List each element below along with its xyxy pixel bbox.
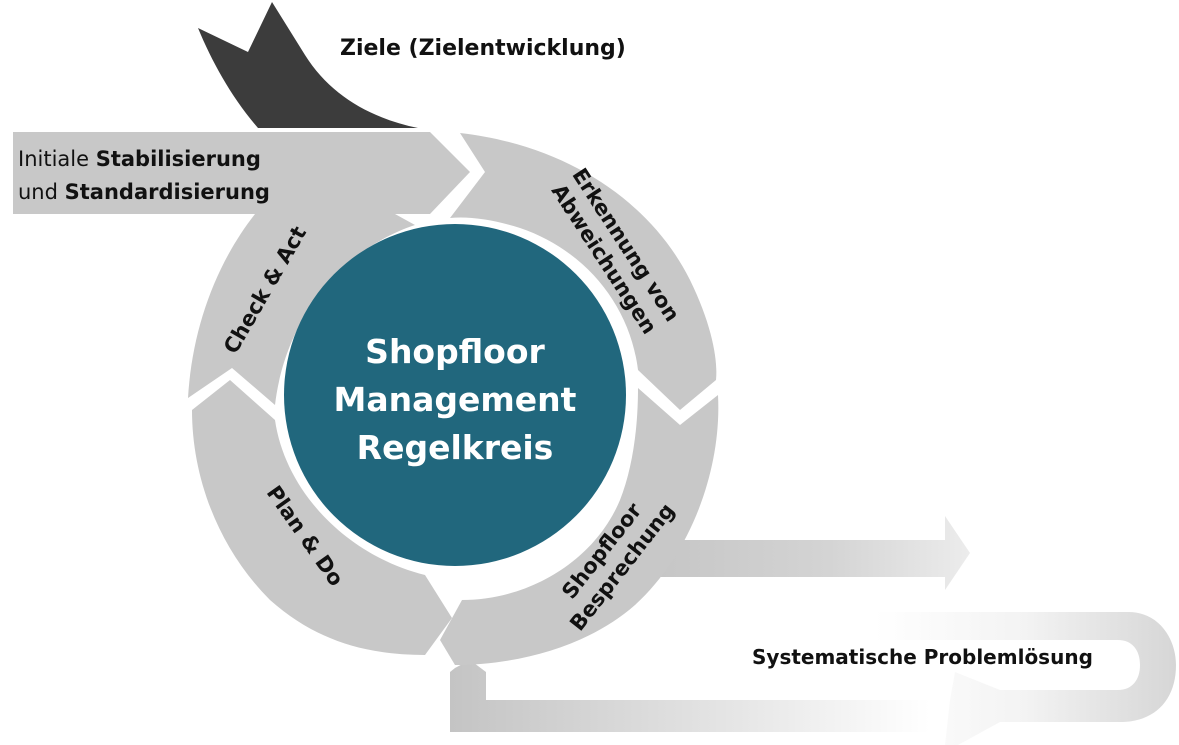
- bottom-feedback-arrow: [450, 660, 930, 732]
- ring-segment-shopfloor: [440, 388, 719, 665]
- goal-arrow: [198, 2, 418, 128]
- center-line-2: Management: [333, 380, 577, 419]
- center-circle: [284, 224, 626, 566]
- outgoing-arrow: [658, 516, 970, 590]
- initial-line-1-normal: Initiale: [18, 147, 96, 171]
- problem-return-arrow: [875, 612, 1176, 745]
- initial-line-1-bold: Stabilisierung: [95, 147, 261, 171]
- center-title: Shopfloor Management Regelkreis: [290, 328, 620, 472]
- initial-arrow: [13, 132, 470, 214]
- initial-line-2-bold: Standardisierung: [64, 180, 270, 204]
- center-line-3: Regelkreis: [356, 428, 554, 467]
- initial-stabilization-label: Initiale Stabilisierung und Standardisie…: [18, 143, 270, 209]
- ring-segment-plan: [192, 380, 452, 655]
- center-line-1: Shopfloor: [365, 332, 545, 371]
- initial-line-2: und Standardisierung: [18, 176, 270, 209]
- initial-line-1: Initiale Stabilisierung: [18, 143, 270, 176]
- cycle-ring: [188, 133, 719, 665]
- problem-solving-label: Systematische Problemlösung: [752, 645, 1093, 669]
- ring-segment-erkennung: [450, 133, 717, 410]
- goal-label: Ziele (Zielentwicklung): [340, 36, 626, 61]
- ring-segment-check: [188, 214, 415, 405]
- initial-line-2-normal: und: [18, 180, 65, 204]
